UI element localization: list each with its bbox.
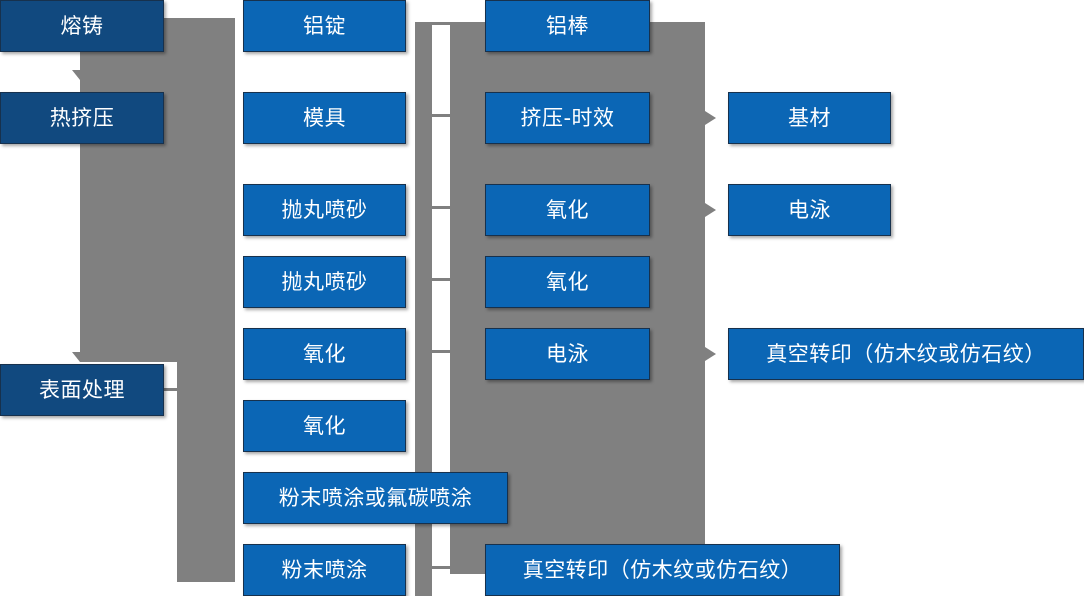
stage-label-surface-treatment: 表面处理 — [39, 377, 125, 402]
arrow-trunk-to-col2-3 — [220, 203, 231, 217]
process-label-electrophoresis-c3: 电泳 — [546, 341, 589, 366]
process-box-mold[interactable]: 模具 — [243, 90, 406, 144]
process-box-electrophoresis-c4[interactable]: 电泳 — [728, 182, 891, 236]
process-label-oxidation-c2-1: 氧化 — [303, 341, 346, 366]
connector-link-row7 — [432, 566, 450, 569]
process-label-shot-blasting-1: 抛丸喷砂 — [281, 197, 368, 222]
stage-box-hot-extrude[interactable]: 热挤压 — [0, 90, 164, 144]
process-label-mold: 模具 — [303, 105, 346, 130]
process-box-oxidation-c2-1[interactable]: 氧化 — [243, 326, 406, 380]
process-box-vacuum-transfer-printing-bottom[interactable]: 真空转印（仿木纹或仿石纹） — [485, 542, 840, 596]
process-box-powder-or-fluorocarbon-coating[interactable]: 粉末喷涂或氟碳喷涂 — [243, 470, 508, 524]
connector-link-row3 — [432, 206, 450, 209]
process-label-vacuum-transfer-printing-right: 真空转印（仿木纹或仿石纹） — [766, 341, 1046, 366]
connector-left-trunk-lower — [177, 362, 235, 582]
process-label-oxidation-c3-1: 氧化 — [546, 197, 589, 222]
connector-left-trunk-upper — [80, 18, 235, 362]
process-label-powder-coating: 粉末喷涂 — [281, 557, 368, 582]
process-box-oxidation-c2-2[interactable]: 氧化 — [243, 398, 406, 452]
stage-box-surface-treatment[interactable]: 表面处理 — [0, 362, 164, 416]
connector-surface-stub — [164, 388, 180, 391]
process-label-aluminum-ingot: 铝锭 — [303, 13, 346, 38]
process-label-oxidation-c2-2: 氧化 — [303, 413, 346, 438]
connector-link-row4 — [432, 278, 450, 281]
process-label-aluminum-bar: 铝棒 — [546, 13, 589, 38]
stage-label-hot-extrude: 热挤压 — [49, 105, 115, 130]
arrow-block-to-col4-2 — [705, 203, 716, 217]
arrow-trunk-to-col2-6 — [220, 419, 231, 433]
arrow-trunk-to-col2-7 — [220, 491, 231, 505]
process-label-electrophoresis-c4: 电泳 — [788, 197, 831, 222]
arrow-trunk-to-col2-2 — [220, 103, 231, 117]
connector-middle-bar — [415, 22, 432, 596]
arrow-block-to-col4-1 — [705, 111, 716, 125]
connector-link-row1 — [432, 22, 450, 25]
process-box-shot-blasting-2[interactable]: 抛丸喷砂 — [243, 254, 406, 308]
process-label-substrate: 基材 — [788, 105, 831, 130]
process-box-powder-coating[interactable]: 粉末喷涂 — [243, 542, 406, 596]
arrow-trunk-to-col2-4 — [220, 275, 231, 289]
process-box-shot-blasting-1[interactable]: 抛丸喷砂 — [243, 182, 406, 236]
process-label-vacuum-transfer-printing-bottom: 真空转印（仿木纹或仿石纹） — [522, 557, 803, 582]
process-box-aluminum-ingot[interactable]: 铝锭 — [243, 0, 406, 52]
arrow-trunk-to-col2-1 — [220, 19, 231, 33]
process-label-shot-blasting-2: 抛丸喷砂 — [281, 269, 368, 294]
process-label-oxidation-c3-2: 氧化 — [546, 269, 589, 294]
process-label-powder-or-fluorocarbon-coating: 粉末喷涂或氟碳喷涂 — [278, 485, 473, 510]
process-box-extrusion-aging[interactable]: 挤压-时效 — [485, 90, 650, 144]
stage-box-melt-cast[interactable]: 熔铸 — [0, 0, 164, 52]
process-box-substrate[interactable]: 基材 — [728, 90, 891, 144]
arrow-down-surface — [72, 352, 88, 362]
connector-link-row5 — [432, 350, 450, 353]
stage-label-melt-cast: 熔铸 — [60, 13, 104, 38]
arrow-trunk-to-col2-8 — [220, 563, 231, 577]
process-box-aluminum-bar[interactable]: 铝棒 — [485, 0, 650, 52]
arrow-down-melt-cast — [72, 70, 88, 80]
process-box-vacuum-transfer-printing-right[interactable]: 真空转印（仿木纹或仿石纹） — [728, 326, 1084, 380]
process-box-oxidation-c3-2[interactable]: 氧化 — [485, 254, 650, 308]
arrow-trunk-to-col2-5 — [220, 347, 231, 361]
process-box-oxidation-c3-1[interactable]: 氧化 — [485, 182, 650, 236]
arrow-block-to-col4-3 — [705, 347, 716, 361]
process-box-electrophoresis-c3[interactable]: 电泳 — [485, 326, 650, 380]
connector-link-row2 — [432, 114, 450, 117]
process-label-extrusion-aging: 挤压-时效 — [520, 105, 615, 130]
